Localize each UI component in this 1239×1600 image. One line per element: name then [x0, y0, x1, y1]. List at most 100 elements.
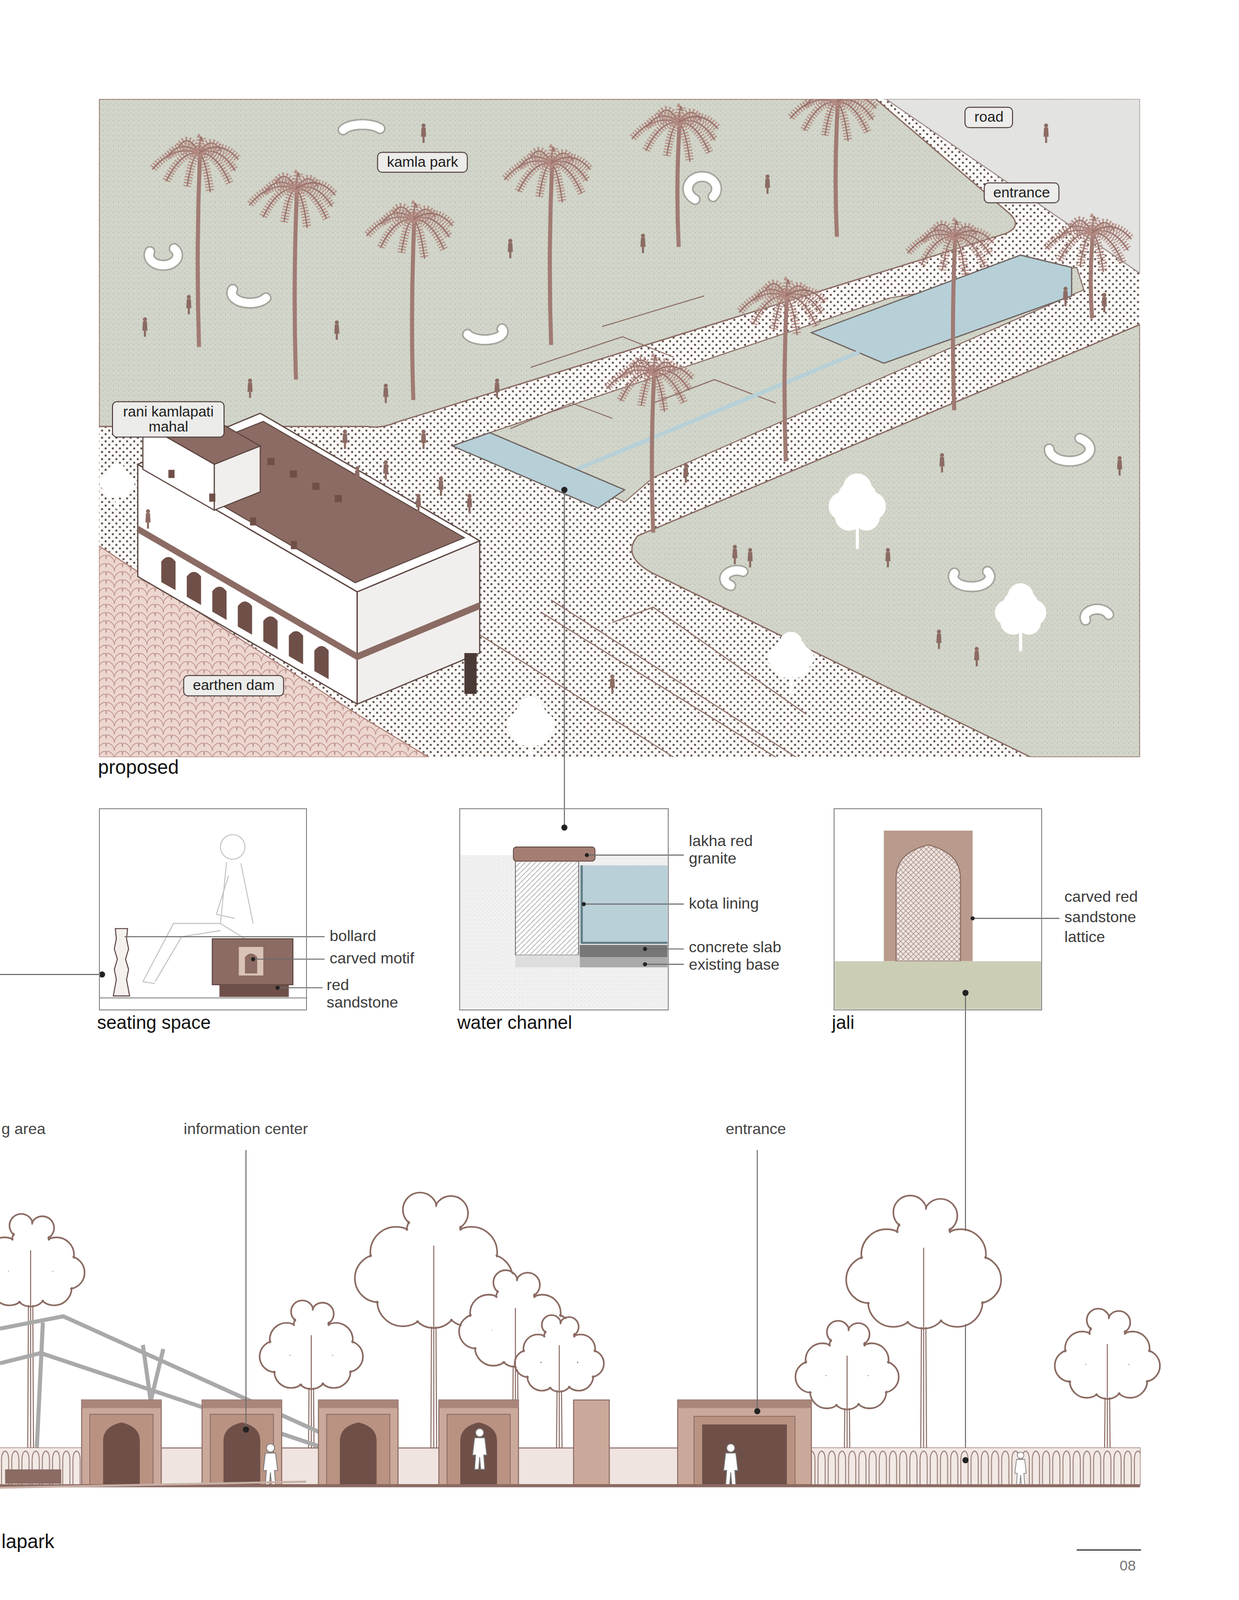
- palm-frond: [366, 217, 414, 237]
- person-head: [247, 378, 252, 383]
- person: [683, 463, 689, 483]
- person-body: [383, 387, 389, 404]
- person-body: [640, 237, 646, 254]
- seating-detail: [124, 936, 325, 938]
- arch-window: [161, 557, 176, 591]
- palm-frond: [550, 163, 563, 203]
- person-body: [507, 242, 514, 259]
- tree-crown: [1007, 583, 1034, 610]
- person-head: [324, 460, 329, 465]
- arch-window: [186, 571, 201, 605]
- person: [383, 383, 389, 403]
- figure-head: [475, 1428, 484, 1437]
- person-body: [416, 498, 422, 514]
- pavilion-cap: [81, 1400, 161, 1409]
- channel-detail: [460, 855, 668, 1010]
- arch-window: [212, 586, 227, 620]
- figure-head: [1017, 1452, 1024, 1459]
- tree: [828, 473, 886, 550]
- tag-text: earthen dam: [193, 677, 275, 694]
- window: [267, 458, 275, 466]
- bench: [1049, 438, 1091, 462]
- tree: [100, 463, 135, 509]
- pavilion: [202, 1400, 282, 1486]
- palm-trunk: [549, 163, 553, 346]
- channel-detail: [579, 945, 668, 958]
- detail-drawings: [561, 486, 568, 494]
- palm-tree: [606, 356, 693, 533]
- palm-frond: [786, 289, 826, 303]
- bench: [1084, 609, 1109, 621]
- tree-crown: [852, 504, 880, 531]
- palm-frond: [653, 372, 665, 412]
- seating-detail: [277, 987, 323, 989]
- palm-frond: [198, 146, 239, 160]
- tree-fill: [494, 1271, 517, 1294]
- seating-detail: [113, 928, 130, 997]
- detail-drawings: [0, 486, 1060, 1460]
- person: [383, 460, 389, 480]
- window: [250, 517, 257, 526]
- person: [142, 317, 148, 338]
- elevation: [962, 1457, 969, 1464]
- channel-detail: [515, 955, 580, 968]
- person-body: [142, 321, 148, 338]
- detail-frame: jali: [833, 808, 1042, 1011]
- person-head: [641, 233, 645, 238]
- axonometric-view: [98, 98, 1141, 757]
- person-body: [342, 433, 348, 450]
- palm-frond: [295, 188, 307, 228]
- detail-frame: water channel: [459, 808, 669, 1011]
- person-figure: [472, 1428, 487, 1470]
- palm-frond: [198, 146, 239, 160]
- palm-frond: [836, 101, 849, 142]
- annotation-label: existing base: [689, 956, 780, 974]
- axonometric-view: [479, 295, 806, 757]
- jali-detail: [884, 830, 973, 962]
- person-head: [974, 646, 979, 651]
- detail-title: water channel: [457, 1012, 573, 1034]
- person-body: [186, 299, 192, 315]
- window: [334, 495, 342, 503]
- palm-frond: [631, 120, 679, 140]
- axonometric-view: [550, 600, 796, 758]
- elevation: [0, 1150, 1160, 1551]
- person: [438, 476, 444, 497]
- person-body: [354, 470, 360, 486]
- person: [1116, 456, 1123, 476]
- palm-frond: [786, 289, 826, 303]
- arch-window: [289, 631, 304, 665]
- tag-text: entrance: [993, 184, 1050, 201]
- palm-tree: [631, 106, 718, 248]
- person: [1062, 286, 1069, 306]
- annotation-label: concrete slab: [689, 938, 782, 957]
- person-body: [334, 324, 340, 340]
- palm-tree: [366, 203, 453, 401]
- person-head: [765, 174, 770, 179]
- jali-detail: [962, 989, 969, 997]
- axonometric-view: [100, 98, 1132, 757]
- palm-frond: [1092, 232, 1104, 273]
- tree-crown: [527, 723, 550, 746]
- person-body: [420, 127, 427, 144]
- person-figure: [1014, 1452, 1027, 1485]
- palm-frond: [907, 234, 954, 254]
- person-head: [495, 378, 499, 383]
- tree-fill: [924, 1200, 956, 1232]
- jali-detail: [970, 916, 975, 921]
- person-figure: [263, 1444, 278, 1485]
- tag-text: rani kamlapati mahal: [121, 403, 215, 435]
- channel-detail: [515, 861, 579, 956]
- person: [145, 509, 151, 529]
- seating-detail: [238, 947, 264, 976]
- channel-detail: [583, 855, 684, 965]
- tree-crown: [108, 463, 126, 481]
- pavilion-frame: [326, 1414, 390, 1485]
- person-body: [438, 480, 444, 497]
- pavilion: [81, 1400, 161, 1486]
- jali-detail: [965, 995, 966, 1460]
- pavilion-frame: [210, 1414, 274, 1485]
- detail-drawings: [563, 489, 565, 827]
- elevation: [756, 1150, 758, 1411]
- figure-body: [1014, 1459, 1027, 1485]
